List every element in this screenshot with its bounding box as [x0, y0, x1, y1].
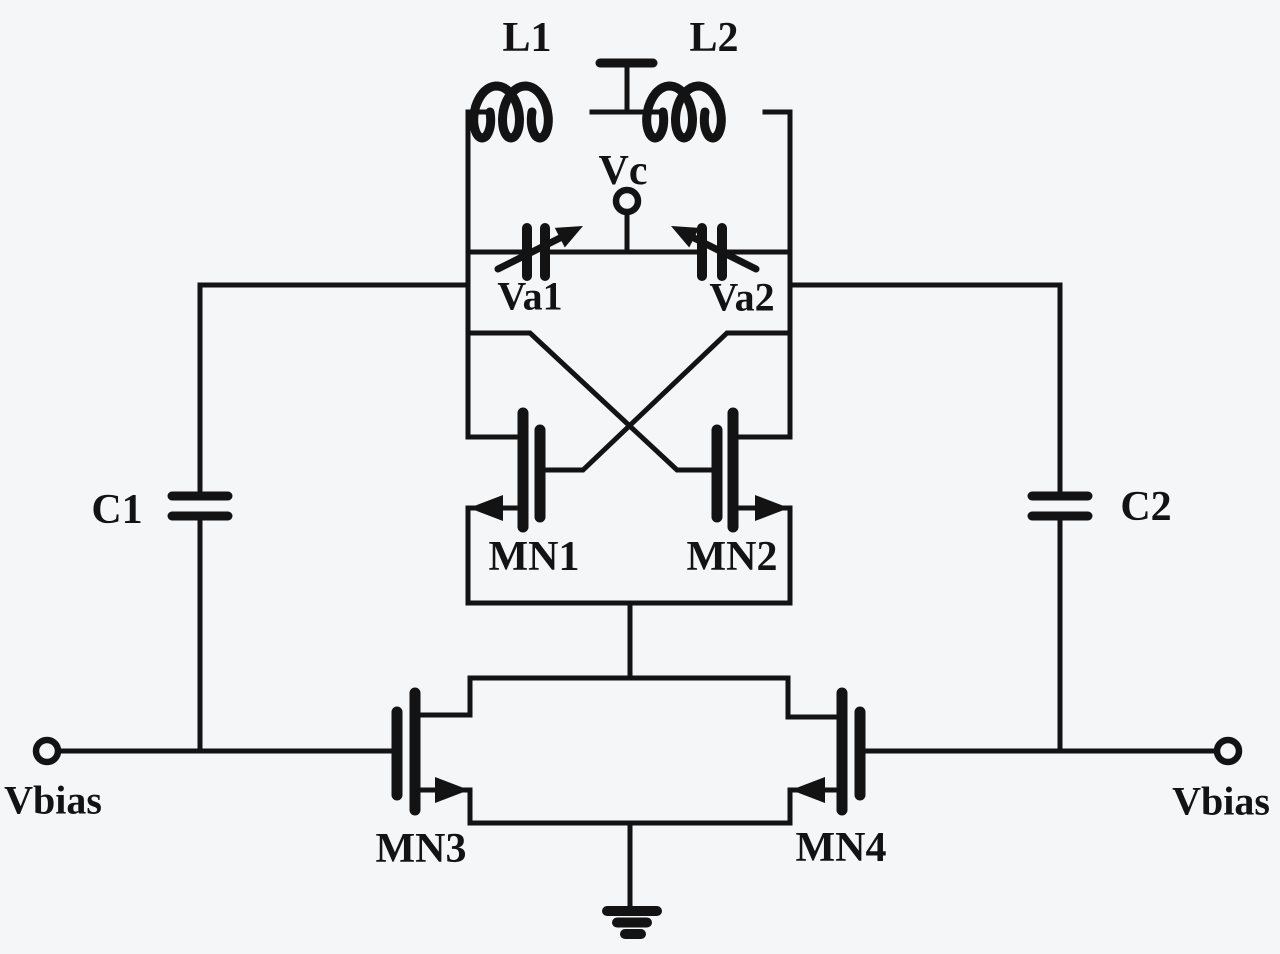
coupling-capacitor-c2: C2 [789, 282, 1172, 754]
transistor-mn2: MN2 [687, 407, 793, 606]
wire-right-rail [730, 109, 793, 440]
label-mn4: MN4 [796, 825, 887, 871]
inductor-l1 [469, 81, 553, 143]
c2-plates-icon [1027, 491, 1093, 521]
wire-cross-left-to-mn2-gate [465, 330, 720, 473]
va2-arrow-line [688, 233, 760, 273]
mn1-source-arrow-icon [469, 495, 503, 521]
label-c2: C2 [1120, 484, 1171, 530]
vbias-terminal-right: Vbias [857, 736, 1270, 824]
label-vbias-left: Vbias [4, 778, 102, 823]
label-mn2: MN2 [687, 534, 778, 580]
coupling-capacitor-c1: C1 [91, 282, 471, 754]
label-l1: L1 [502, 15, 551, 61]
label-va2: Va2 [709, 275, 774, 320]
va2-arrowhead-icon [671, 226, 700, 248]
label-vc: Vc [599, 148, 648, 194]
mn4-source-arrow-icon [791, 777, 825, 803]
mn2-source-arrow-icon [755, 495, 789, 521]
transistor-mn4: MN4 [787, 687, 887, 871]
ground-symbol [467, 820, 793, 939]
c2-wires [789, 282, 1063, 754]
supply-tap [595, 58, 658, 115]
vc-control: Vc [599, 148, 648, 255]
label-mn1: MN1 [489, 534, 580, 580]
label-l2: L2 [689, 15, 738, 61]
wire-cross-right-to-mn1-gate [537, 330, 793, 473]
transistor-mn3: MN3 [376, 687, 473, 872]
vc-terminal-icon [612, 186, 642, 216]
varactor-va2: Va2 [671, 223, 775, 320]
vbias-left-terminal-icon [32, 736, 62, 766]
varactor-row: Va1 Va2 [465, 223, 793, 320]
cross-coupled-pair: MN1 MN2 [465, 330, 793, 681]
label-mn3: MN3 [376, 826, 467, 872]
mn1-source-wire [465, 505, 526, 606]
mn2-source-wire [730, 505, 793, 606]
c1-plates-icon [167, 491, 233, 521]
mn3-source-wire [412, 787, 473, 826]
lc-tank: L1 L2 [465, 15, 793, 440]
ground-rail [467, 820, 793, 911]
varactor-va1: Va1 [494, 223, 583, 319]
va1-arrow-line [494, 233, 566, 273]
vbias-right-terminal-icon [1213, 736, 1243, 766]
label-vbias-right: Vbias [1172, 779, 1270, 824]
bias-stage: MN3 MN4 Vbias Vbias [4, 675, 1270, 939]
transistor-mn1: MN1 [465, 407, 580, 606]
va1-arrowhead-icon [554, 226, 583, 248]
c1-wires [197, 282, 471, 754]
wire-common-source [465, 600, 793, 681]
mn3-source-arrow-icon [435, 777, 469, 803]
label-c1: C1 [91, 487, 142, 533]
vbias-terminal-left: Vbias [4, 736, 400, 823]
wire-tail [412, 675, 845, 720]
label-va1: Va1 [497, 274, 562, 319]
ground-bars-icon [602, 906, 662, 939]
inductor-l2 [642, 81, 726, 143]
